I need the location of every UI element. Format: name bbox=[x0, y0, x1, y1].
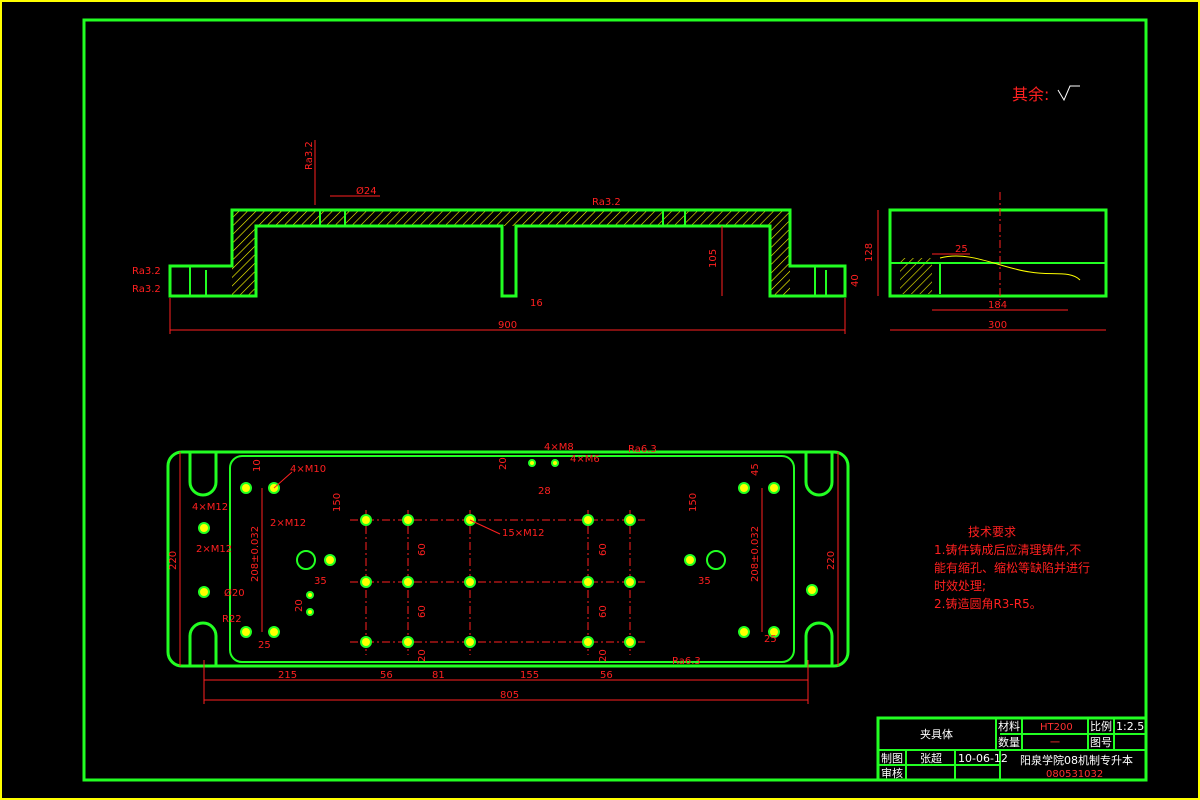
side-dim-width: 300 bbox=[988, 320, 1007, 331]
scale-label: 比例 bbox=[1090, 719, 1112, 733]
student-no: 080531032 bbox=[1046, 769, 1103, 780]
plan-dim-25: 25 bbox=[258, 640, 271, 651]
right-wall-section bbox=[770, 226, 790, 296]
side-dim-slot: 25 bbox=[955, 244, 968, 255]
material-label: 材料 bbox=[998, 719, 1020, 733]
plan-dim-v20a: 20 bbox=[417, 649, 428, 662]
dim-rib: 16 bbox=[530, 298, 543, 309]
dim-length: 900 bbox=[498, 320, 517, 331]
callout-2m12a: 2×M12 bbox=[196, 544, 232, 555]
plan-dim-v60a: 60 bbox=[417, 543, 428, 556]
callout-4m10: 4×M10 bbox=[290, 464, 326, 475]
plan-dim-45: 45 bbox=[750, 463, 761, 476]
dim-height: 128 bbox=[864, 243, 875, 262]
plan-view: 805 215 56 81 155 56 220 220 208±0.032 2… bbox=[166, 442, 850, 704]
plan-dim-width-right: 220 bbox=[826, 551, 837, 570]
roughness-note: 其余: bbox=[1012, 85, 1049, 104]
tech-req-line1: 1.铸件铸成后应清理铸件,不 bbox=[934, 542, 1081, 557]
plan-dim-35a: 35 bbox=[314, 576, 327, 587]
front-view: 900 128 105 16 40 Ø24 Ra3.2 Ra3.2 Ra3.2 … bbox=[132, 140, 932, 334]
plan-dim-25b: 25 bbox=[764, 634, 777, 645]
callout-15m12: 15×M12 bbox=[502, 528, 544, 539]
roughness-mid: Ra3.2 bbox=[592, 197, 621, 208]
plan-dim-20: 20 bbox=[294, 599, 305, 612]
callout-dia20: Ø20 bbox=[224, 587, 245, 599]
plan-dim-span-left: 208±0.032 bbox=[250, 526, 261, 582]
drawn-label: 制图 bbox=[881, 752, 903, 765]
plan-dim-10: 10 bbox=[252, 459, 263, 472]
side-dim-inner: 184 bbox=[988, 300, 1007, 311]
drawing-frame bbox=[82, 18, 1148, 782]
plan-dim-v150b: 150 bbox=[688, 493, 699, 512]
callout-4m6: 4×M6 bbox=[570, 454, 600, 465]
callout-4m12: 4×M12 bbox=[192, 502, 228, 513]
side-view: 300 184 25 bbox=[888, 192, 1108, 331]
plan-dim-v60c: 60 bbox=[598, 543, 609, 556]
tech-req-title: 技术要求 bbox=[968, 525, 1016, 539]
roughness-left2: Ra3.2 bbox=[132, 284, 161, 295]
callout-r22: R22 bbox=[222, 614, 242, 625]
plan-dim-v60d: 60 bbox=[598, 605, 609, 618]
part-name: 夹具体 bbox=[920, 727, 953, 741]
roughness-symbol-icon bbox=[1057, 85, 1080, 102]
tech-req-line2: 能有缩孔、缩松等缺陷并进行 bbox=[934, 560, 1090, 575]
qty-label: 数量 bbox=[998, 736, 1020, 749]
left-wall-section bbox=[232, 226, 256, 296]
dim-inner-height: 105 bbox=[708, 249, 719, 268]
plan-dim-v20b: 20 bbox=[598, 649, 609, 662]
plan-dim-seg2: 56 bbox=[380, 670, 393, 681]
callout-4m8: 4×M8 bbox=[544, 442, 574, 453]
tech-req-line4: 2.铸造圆角R3-R5。 bbox=[934, 596, 1042, 611]
plan-dim-v60b: 60 bbox=[417, 605, 428, 618]
dim-bore: Ø24 bbox=[356, 185, 377, 197]
school-name: 阳泉学院08机制专升本 bbox=[1020, 753, 1133, 767]
plan-dim-span-right: 208±0.032 bbox=[750, 526, 761, 582]
material-value: HT200 bbox=[1040, 722, 1073, 733]
roughness-left1: Ra3.2 bbox=[132, 266, 161, 277]
plan-dim-width-left: 220 bbox=[168, 551, 179, 570]
plan-dim-v150a: 150 bbox=[332, 493, 343, 512]
plan-dim-seg5: 56 bbox=[600, 670, 613, 681]
check-label: 审核 bbox=[881, 766, 903, 780]
dim-foot: 40 bbox=[850, 274, 861, 287]
drawn-date: 10-06-12 bbox=[958, 752, 1008, 765]
tech-req-line3: 时效处理; bbox=[934, 578, 986, 593]
roughness-top: Ra3.2 bbox=[304, 141, 315, 170]
plan-dim-total: 805 bbox=[500, 690, 519, 701]
drawn-by: 张超 bbox=[920, 751, 942, 765]
scale-value: 1:2.5 bbox=[1116, 720, 1144, 733]
qty-value: 一 bbox=[1050, 738, 1060, 749]
drawing-no-label: 图号 bbox=[1090, 736, 1112, 749]
callout-2m12b: 2×M12 bbox=[270, 518, 306, 529]
roughness-plan-top: Ra6.3 bbox=[628, 444, 657, 455]
plan-dim-seg3: 81 bbox=[432, 670, 445, 681]
title-block: 夹具体 材料 HT200 比例 1:2.5 数量 一 图号 制图 张超 10-0… bbox=[876, 716, 1148, 782]
top-plate-section bbox=[232, 210, 790, 226]
plan-dim-28: 28 bbox=[538, 486, 551, 497]
plan-dim-seg1: 215 bbox=[278, 670, 297, 681]
roughness-plan-bottom: Ra6.3 bbox=[672, 656, 701, 667]
tech-requirements: 技术要求 1.铸件铸成后应清理铸件,不 能有缩孔、缩松等缺陷并进行 时效处理; … bbox=[934, 525, 1090, 611]
plan-dim-35b: 35 bbox=[698, 576, 711, 587]
plan-dim-seg4: 155 bbox=[520, 670, 539, 681]
plan-dim-20b: 20 bbox=[498, 457, 509, 470]
